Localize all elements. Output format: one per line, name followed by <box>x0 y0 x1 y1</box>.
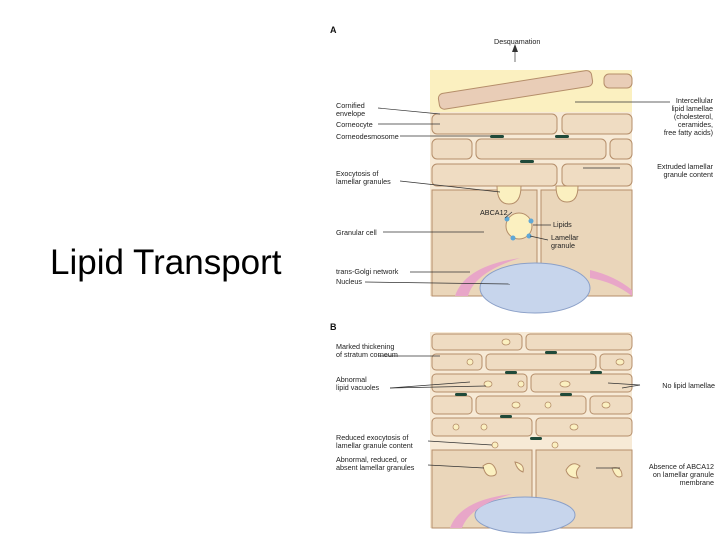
nucleus-a <box>480 263 590 313</box>
nucleus-b <box>475 497 575 533</box>
panel-a: A <box>330 25 714 313</box>
label-corneodesmosome: Corneodesmosome <box>336 132 399 141</box>
label-desquamation: Desquamation <box>494 37 540 46</box>
label-absent-2: absent lamellar granules <box>336 463 415 472</box>
label-trans-golgi: trans-Golgi network <box>336 267 399 276</box>
label-cornified-2: envelope <box>336 109 365 118</box>
label-exocytosis-2: lamellar granules <box>336 177 391 186</box>
label-reduced-2: lamellar granule content <box>336 441 413 450</box>
label-absence-3: membrane <box>680 478 714 487</box>
label-no-lipid: No lipid lamellae <box>662 381 715 390</box>
label-thickening-2: of stratum corneum <box>336 350 398 359</box>
label-extruded-2: granule content <box>663 170 713 179</box>
label-lipids: Lipids <box>553 220 572 229</box>
corneocyte-rows-b <box>432 334 632 436</box>
label-lamellar-2: granule <box>551 241 575 250</box>
panel-a-letter: A <box>330 25 337 35</box>
label-corneocyte: Corneocyte <box>336 120 373 129</box>
label-nucleus: Nucleus <box>336 277 362 286</box>
label-intercellular-5: free fatty acids) <box>664 128 713 137</box>
label-abca12: ABCA12 <box>480 208 508 217</box>
panel-b: B <box>330 322 715 533</box>
label-granular-cell: Granular cell <box>336 228 377 237</box>
corneocyte-rows-a <box>432 114 632 186</box>
label-abnormal-2: lipid vacuoles <box>336 383 380 392</box>
panel-b-letter: B <box>330 322 337 332</box>
